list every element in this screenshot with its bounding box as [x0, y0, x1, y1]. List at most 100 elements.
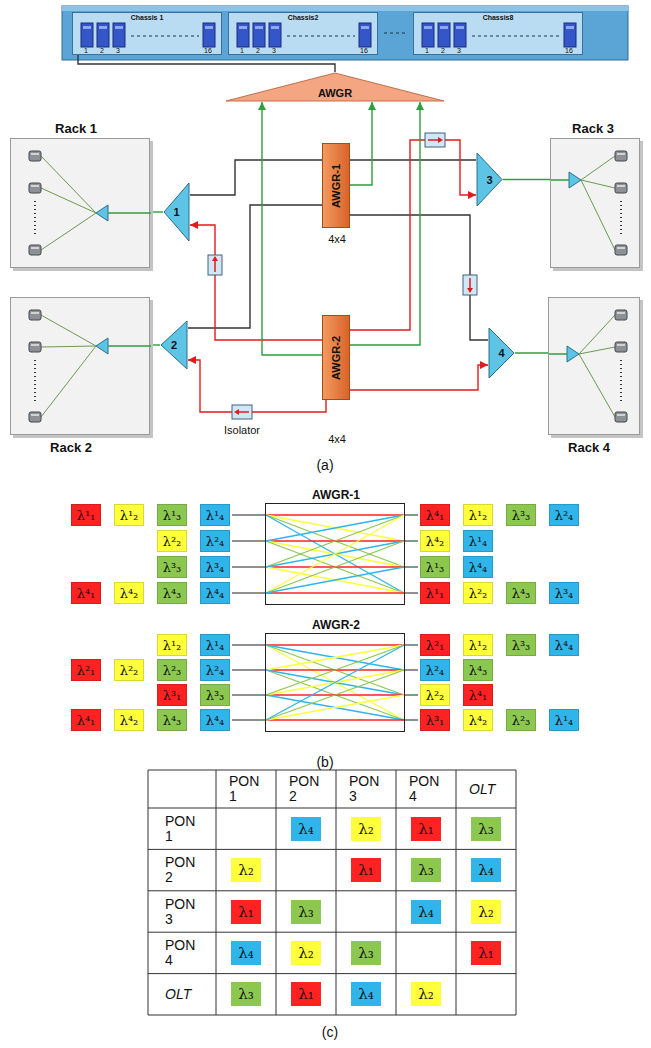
server-icon — [617, 185, 625, 187]
server-blade — [454, 23, 466, 47]
isolator-symbol — [425, 133, 445, 147]
server-blade — [422, 23, 434, 47]
server-link — [581, 180, 615, 188]
connector — [350, 159, 476, 160]
wavelength-chip: λ³₃ — [157, 556, 187, 578]
server-blade — [361, 26, 369, 29]
isolator-symbol — [463, 275, 477, 295]
wavelength-chip: λ⁴₁ — [71, 582, 101, 604]
server-blade — [269, 23, 281, 47]
wavelength-chip: λ¹₄ — [200, 634, 230, 656]
wavelength-chip: λ²₃ — [506, 709, 536, 731]
wavelength-chip: λ²₂ — [420, 684, 450, 706]
connector — [350, 215, 488, 340]
routing-line — [266, 645, 404, 720]
server-blade — [440, 26, 448, 29]
server-icon — [29, 412, 41, 422]
server-number: 16 — [360, 47, 368, 54]
port-line — [405, 670, 418, 671]
wavelength-chip: λ¹₃ — [157, 504, 187, 526]
node-label: 2 — [171, 339, 177, 351]
table-header: PON 1 — [229, 774, 263, 803]
wavelength-chip: λ¹₄ — [549, 709, 579, 731]
node-heading: Rack 2 — [50, 440, 92, 455]
splitter-triangle — [567, 346, 579, 362]
node-heading: AWGR-2 — [312, 618, 360, 632]
node-label: 4 — [498, 347, 504, 359]
table-cell: λ₁ — [231, 900, 261, 924]
server-icon — [31, 344, 39, 346]
node-label: AWGR-2 — [330, 336, 342, 380]
server-blade — [438, 23, 450, 47]
table-cell: λ₁ — [411, 817, 441, 841]
wavelength-chip: λ²₄ — [200, 530, 230, 552]
rack-drawing — [11, 298, 151, 436]
server-dots — [34, 201, 36, 237]
connector — [515, 352, 548, 353]
server-dots — [287, 36, 355, 37]
table-cell: λ₁ — [471, 941, 501, 965]
splitter-triangle — [96, 338, 108, 354]
node-heading: Rack 3 — [572, 121, 614, 136]
isolator-arrow — [214, 260, 216, 272]
server-link — [41, 315, 96, 346]
table-cell: λ₂ — [231, 858, 261, 882]
server-dots — [131, 36, 199, 37]
table-header: PON 4 — [165, 938, 199, 967]
coupler-triangle: 4 — [488, 327, 515, 379]
port-line — [405, 567, 418, 568]
wavelength-chip: λ³₁ — [420, 709, 450, 731]
table-cell: λ₄ — [231, 941, 261, 965]
rack-box: Rack 2 — [10, 297, 150, 435]
routing-line — [266, 695, 404, 720]
server-blade — [97, 23, 109, 47]
coupler-shape — [477, 153, 502, 206]
connector — [350, 102, 420, 345]
table-cell: λ₃ — [351, 941, 381, 965]
routing-line — [266, 645, 404, 720]
isolator-symbol — [208, 255, 222, 275]
server-number: 1 — [425, 47, 429, 54]
table-cell: λ₃ — [231, 982, 261, 1006]
routing-line — [266, 515, 404, 593]
server-blade — [253, 23, 265, 47]
node-heading: Rack 1 — [55, 121, 97, 136]
wavelength-chip: λ³₃ — [200, 684, 230, 706]
wavelength-chip: λ⁴₂ — [420, 530, 450, 552]
server-number: 1 — [84, 47, 88, 54]
coupler-shape — [161, 321, 187, 369]
isolator-box — [232, 405, 252, 419]
server-icon — [615, 310, 627, 320]
server-number: 3 — [272, 47, 276, 54]
port-line — [405, 695, 418, 696]
node-label: Chassis 1 — [73, 14, 221, 21]
rack-box: Rack 1 — [10, 138, 150, 268]
wavelength-chip: λ³₁ — [157, 684, 187, 706]
wavelength-chip: λ¹₂ — [463, 634, 493, 656]
routing-line — [266, 644, 404, 645]
table-cell: λ₃ — [471, 817, 501, 841]
wavelength-chip: λ⁴₃ — [463, 659, 493, 681]
connector — [150, 211, 163, 212]
coupler-shape — [489, 328, 514, 378]
server-number: 2 — [256, 47, 260, 54]
wavelength-chip: λ⁴₄ — [200, 709, 230, 731]
routing-line — [266, 567, 404, 593]
server-blade — [203, 23, 215, 47]
connector — [188, 205, 322, 328]
isolator-box — [208, 255, 222, 275]
routing-line — [266, 515, 404, 593]
coupler-triangle: 2 — [160, 320, 188, 370]
server-link — [579, 315, 615, 354]
server-icon — [29, 183, 41, 193]
table-cell: λ₁ — [351, 858, 381, 882]
port-line — [232, 567, 265, 568]
routing-line — [266, 541, 404, 593]
isolator-box — [463, 275, 477, 295]
awgr-box: AWGR-1 — [265, 503, 405, 605]
panel-caption: (a) — [316, 457, 333, 473]
server-icon — [615, 245, 627, 255]
wavelength-chip: λ⁴₁ — [71, 709, 101, 731]
wavelength-chip: λ³₃ — [506, 634, 536, 656]
panel-caption: (b) — [316, 754, 333, 770]
